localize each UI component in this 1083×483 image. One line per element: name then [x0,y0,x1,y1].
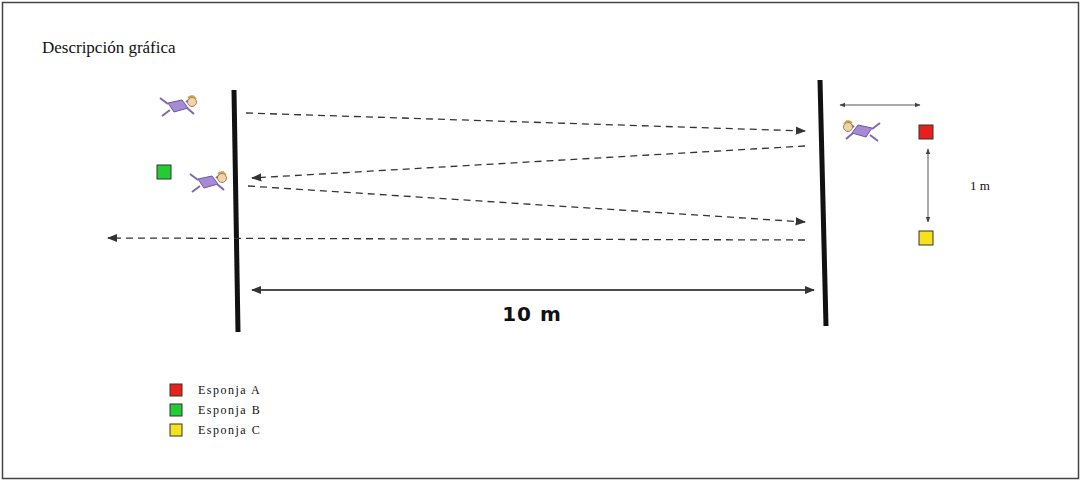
run-path [246,113,805,131]
start-line [234,90,238,332]
runner-figure [190,172,227,192]
distance-arrow [928,149,929,222]
legend-swatch [170,424,182,436]
runner-figure [160,96,197,116]
run-path [252,146,805,178]
distance-arrow [252,289,814,290]
runners [160,96,880,192]
legend-text: Esponja A [198,383,261,398]
sponge [919,231,933,245]
legend-swatch [170,404,182,416]
legend-text: Esponja C [198,423,261,438]
run-paths [108,113,805,240]
legend-text: Esponja B [198,403,261,418]
frame [3,3,1079,479]
legend-swatch [170,384,182,396]
run-path [248,186,805,222]
title: Descripción gráfica [42,38,176,58]
sponge [157,165,171,179]
run-path [108,238,805,240]
sponge [919,125,933,139]
turn-line [820,80,826,326]
runner-figure [844,121,881,141]
dimension-label: 1 m [970,178,990,194]
distance-arrow [840,105,920,106]
dimension-label: 10 m [502,302,562,326]
